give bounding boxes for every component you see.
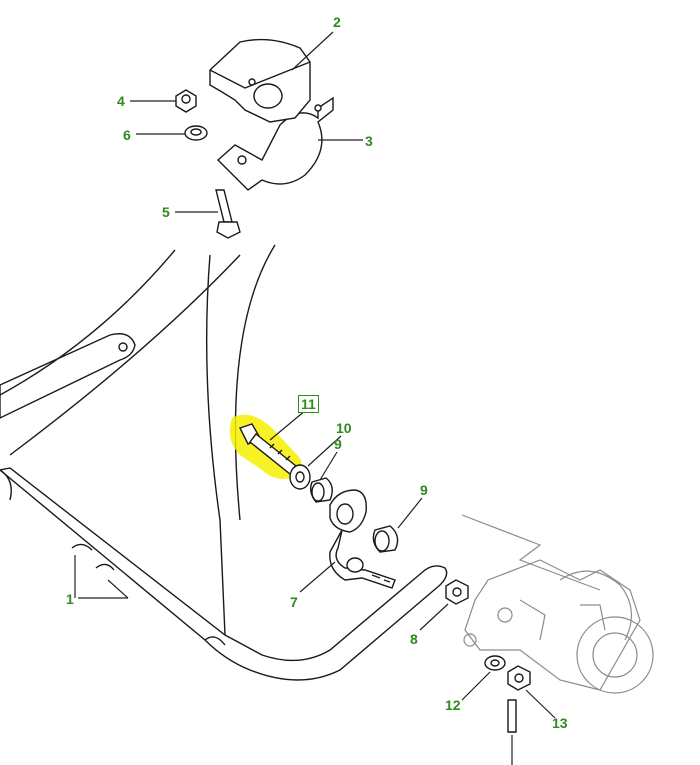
bolt-icon — [507, 699, 517, 733]
leader-1-up-b — [107, 579, 129, 599]
rubber-bushing-icon — [372, 525, 399, 553]
rubber-bushing-icon — [209, 38, 311, 123]
callout-6: 6 — [123, 127, 131, 143]
leader-9a — [319, 451, 338, 481]
callout-10: 10 — [336, 420, 352, 436]
callout-13: 13 — [552, 715, 568, 731]
drop-link-icon — [329, 489, 396, 589]
leader-12 — [461, 671, 491, 701]
callout-4: 4 — [117, 93, 125, 109]
callout-7: 7 — [290, 594, 298, 610]
nut-icon — [507, 665, 531, 691]
leader-8 — [419, 603, 449, 631]
anti-roll-bar-icon — [0, 244, 448, 681]
leader-lines — [74, 31, 556, 765]
nut-icon — [175, 89, 197, 113]
callout-8: 8 — [410, 631, 418, 647]
callout-9b: 9 — [420, 482, 428, 498]
leader-13 — [525, 689, 556, 719]
callout-5: 5 — [162, 204, 170, 220]
rubber-bushing-icon — [309, 477, 333, 503]
leader-2 — [291, 31, 334, 71]
leader-9b — [397, 497, 423, 529]
callout-2: 2 — [333, 14, 341, 30]
callout-1: 1 — [66, 591, 74, 607]
leader-10 — [307, 435, 342, 467]
nut-icon — [445, 579, 469, 605]
callout-11-highlighted: 11 — [298, 395, 319, 413]
callout-3: 3 — [365, 133, 373, 149]
axle-bracket-icon — [461, 514, 654, 694]
bolt-icon — [215, 189, 241, 239]
callout-9a: 9 — [334, 436, 342, 452]
washer-icon — [484, 655, 506, 671]
washer-icon — [184, 125, 208, 141]
leader-7 — [299, 561, 336, 593]
washer-icon — [289, 464, 311, 490]
leader-11 — [269, 409, 307, 441]
callout-12: 12 — [445, 697, 461, 713]
